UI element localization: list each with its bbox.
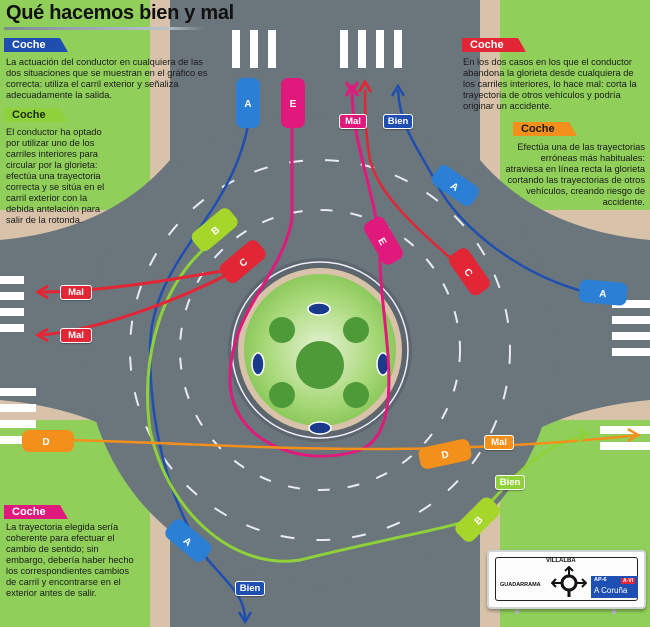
label-bien-b: Bien	[495, 475, 525, 490]
car-letter: E	[375, 236, 388, 248]
arrowheads	[35, 79, 641, 625]
road-sign-frame: VILLALBA GUADARRAMA AP-6 A-VI A Coruña	[495, 557, 638, 601]
car-e-top[interactable]: E	[281, 78, 305, 128]
roundabout-symbol-icon	[551, 566, 587, 597]
crosswalk-left	[0, 276, 36, 444]
path-coche-b-left	[146, 238, 471, 563]
sign-destination-left: GUADARRAMA	[500, 582, 541, 588]
car-d-right[interactable]: D	[417, 438, 472, 470]
car-letter: D	[42, 437, 49, 448]
path-coche-a-left	[148, 124, 250, 621]
path-coche-c-right	[363, 89, 471, 276]
car-letter: A	[244, 99, 251, 110]
crosswalk-right	[600, 300, 650, 450]
lane-dash	[179, 209, 461, 491]
car-c-right[interactable]: C	[446, 245, 492, 298]
label-mal-c-2: Mal	[60, 328, 92, 343]
sign-destination-top: VILLALBA	[546, 558, 576, 564]
sign-destination-right: AP-6 A-VI A Coruña	[591, 576, 638, 598]
tag-coche-c: Coche C	[462, 38, 526, 52]
sign-road-badge: A-VI	[621, 578, 635, 584]
title-rule	[4, 27, 204, 30]
path-coche-d	[69, 433, 641, 451]
lane-dash	[129, 159, 511, 541]
car-letter: D	[441, 449, 450, 461]
car-b-left[interactable]: B	[189, 205, 241, 253]
label-mal-c-1: Mal	[60, 285, 92, 300]
trees	[269, 317, 369, 408]
desc-coche-e: La trayectoria elegida sería coherente p…	[6, 522, 134, 598]
tag-coche-a: Coche A	[4, 38, 68, 52]
road-sign: VILLALBA GUADARRAMA AP-6 A-VI A Coruña	[487, 550, 646, 609]
car-a-right-lower[interactable]: A	[578, 279, 628, 306]
sign-road-code: AP-6	[594, 577, 607, 583]
page-title: Qué hacemos bien y mal	[6, 2, 234, 24]
car-letter: E	[290, 99, 297, 110]
crosswalk-top	[232, 30, 402, 68]
desc-coche-d: Efectúa una de las trayectorias erróneas…	[505, 142, 645, 207]
car-e-center[interactable]: E	[361, 214, 405, 267]
car-c-left[interactable]: C	[217, 237, 269, 285]
car-b-right[interactable]: B	[453, 495, 503, 545]
car-a-top[interactable]: A	[236, 78, 260, 128]
desc-coche-b: El conductor ha optado por utilizar uno …	[6, 127, 105, 225]
tag-coche-d: Coche D	[513, 122, 577, 136]
tag-coche-e: Coche E	[4, 505, 68, 519]
tag-coche-b: Coche B	[4, 108, 68, 122]
label-mal-d: Mal	[484, 435, 514, 450]
label-bien-a-top: Bien	[383, 114, 413, 129]
sign-destination-name: A Coruña	[594, 586, 628, 595]
car-a-right-upper[interactable]: A	[429, 162, 482, 208]
label-mal-e: Mal	[339, 114, 367, 129]
desc-coche-a: La actuación del conductor en cualquiera…	[6, 57, 208, 100]
car-d-left[interactable]: D	[22, 430, 74, 452]
desc-coche-c: En los dos casos en los que el conductor…	[463, 57, 637, 111]
car-letter: A	[599, 289, 607, 301]
car-a-bottom[interactable]: A	[163, 516, 215, 564]
label-bien-a-bottom: Bien	[235, 581, 265, 596]
